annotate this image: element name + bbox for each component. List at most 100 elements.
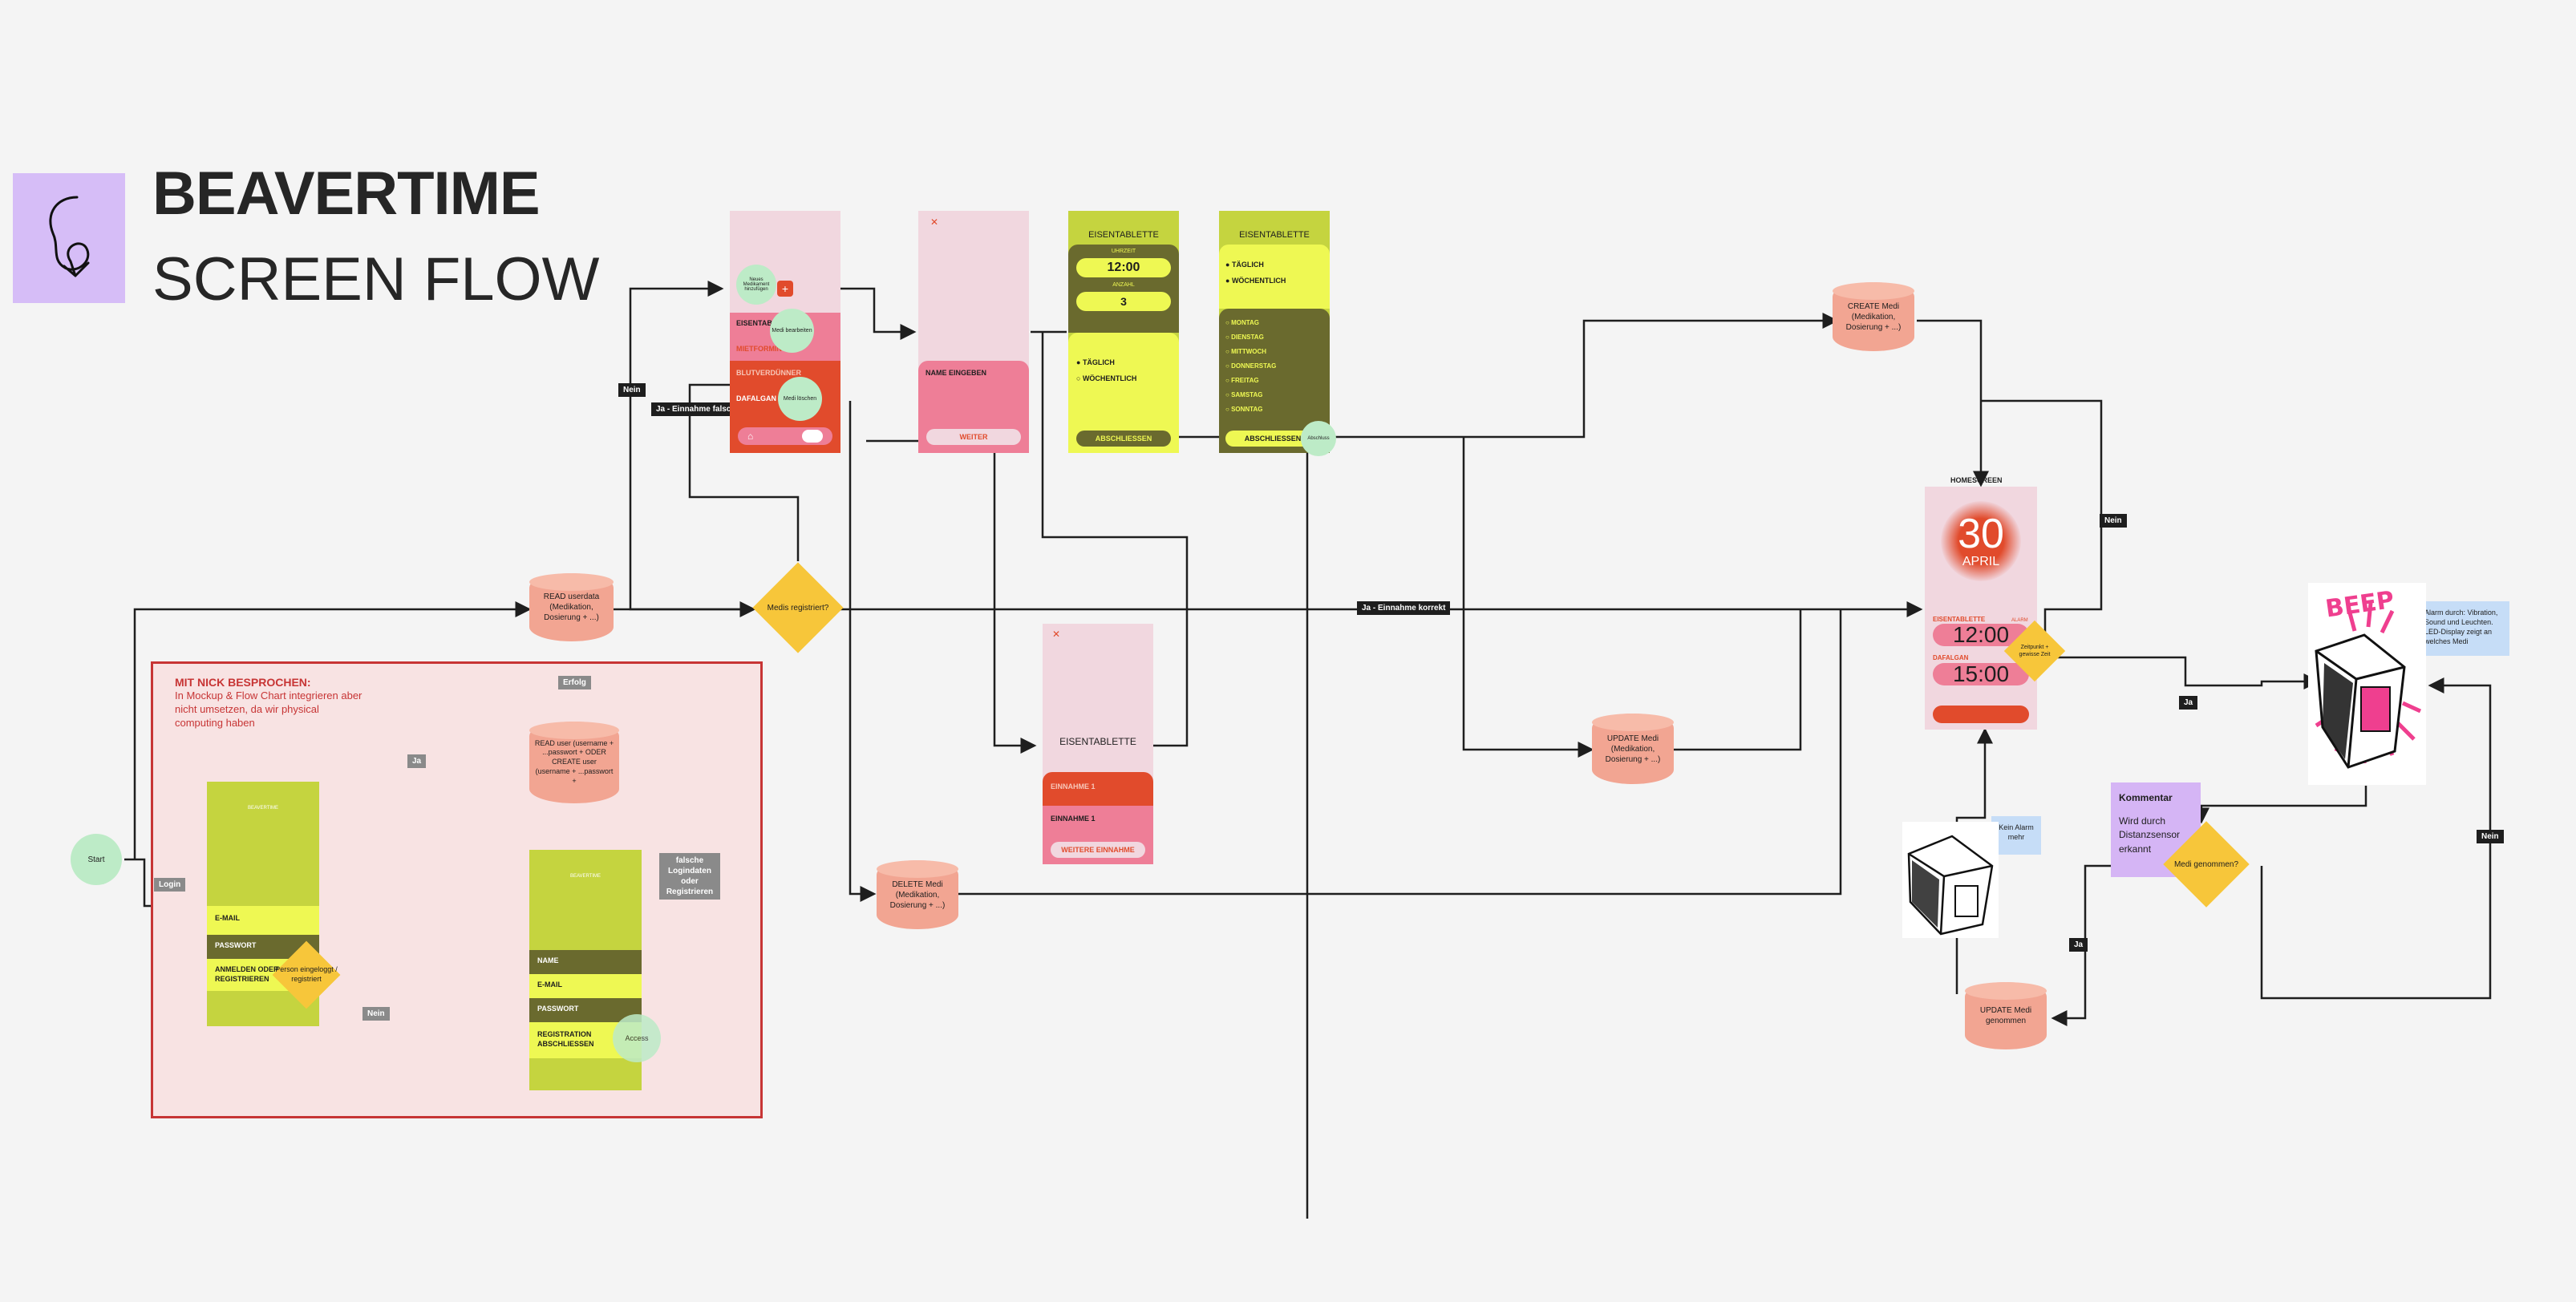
alarm-note: •Alarm durch: Vibration, Sound und Leuch… — [2410, 601, 2509, 656]
medi-item-mietformin[interactable]: MIETFORMIN — [736, 345, 782, 353]
radio-dot-icon: ○ — [1225, 377, 1232, 384]
anzahl-field[interactable]: 3 — [1076, 292, 1171, 311]
nick-nein-tag: Nein — [363, 1007, 390, 1021]
days-option-woechentlich[interactable]: ● WÖCHENTLICH — [1225, 277, 1286, 285]
update-medi-db: UPDATE Medi (Medikation, Dosierung + ...… — [1592, 714, 1674, 784]
detail-close-icon[interactable]: ✕ — [1052, 629, 1061, 640]
update-genommen-db: UPDATE Medi genommen — [1965, 982, 2047, 1049]
option-woechentlich-label: WÖCHENTLICH — [1082, 374, 1137, 382]
weitere-einnahme-button[interactable]: WEITERE EINNAHME — [1051, 842, 1145, 858]
days-list: ○ MONTAG○ DIENSTAG○ MITTWOCH○ DONNERSTAG… — [1225, 319, 1322, 420]
einnahme-1-row[interactable] — [1043, 772, 1153, 806]
beep-text: BEEP — [2324, 586, 2396, 624]
days-option-taeglich[interactable]: ● TÄGLICH — [1225, 261, 1264, 269]
start-node: Start — [71, 834, 122, 885]
pill-tab-icon[interactable] — [802, 430, 823, 443]
day-label: MONTAG — [1231, 319, 1260, 326]
date-month: APRIL — [1962, 555, 2000, 568]
quiet-device-sketch — [1902, 822, 1999, 938]
day-option[interactable]: ○ SONNTAG — [1225, 406, 1322, 420]
abschluss-node: Abschluss — [1301, 421, 1336, 456]
brand-logo — [13, 173, 125, 303]
zeitpunkt-label: Zeitpunkt + gewisse Zeit — [2019, 644, 2051, 657]
radio-dot-icon: ○ — [1225, 362, 1232, 370]
kommentar-body: Wird durch Distanzsensor erkannt — [2119, 815, 2181, 855]
alarm-note-line-1: •Alarm durch: Vibration, Sound und Leuch… — [2417, 608, 2505, 627]
flow-subtitle: SCREEN FLOW — [152, 245, 600, 313]
radio-dot-icon: ○ — [1225, 334, 1232, 341]
day-option[interactable]: ○ DONNERSTAG — [1225, 362, 1322, 377]
option-taeglich[interactable]: ● TÄGLICH — [1076, 358, 1115, 366]
option-woechentlich[interactable]: ○ WÖCHENTLICH — [1076, 374, 1137, 382]
erfolg-tag: Erfolg — [558, 676, 591, 689]
delete-medi-db: DELETE Medi (Medikation, Dosierung + ...… — [877, 860, 958, 929]
app-title: BEAVERTIME — [152, 160, 541, 228]
radio-dot-icon: ○ — [1225, 406, 1232, 413]
person-eingeloggt-label: Person eingeloggt / registriert — [275, 965, 338, 983]
nein-right-tag: Nein — [2100, 514, 2127, 528]
day-label: MITTWOCH — [1231, 348, 1267, 355]
days-abschliessen-button[interactable]: ABSCHLIESSEN — [1225, 431, 1320, 447]
radio-dot-icon: ○ — [1225, 348, 1232, 355]
medi-item-dafalgan[interactable]: DAFALGAN — [736, 394, 776, 402]
alarm-note-text-1: Alarm durch: Vibration, Sound und Leucht… — [2424, 609, 2498, 627]
ja-einnahme-korrekt-tag: Ja - Einnahme korrekt — [1357, 601, 1451, 615]
name-input-label[interactable]: NAME EINGEBEN — [925, 369, 987, 377]
kein-alarm-note: Kein Alarm mehr — [1991, 816, 2041, 855]
medis-registriert-label: Medis registriert? — [767, 603, 829, 613]
access-node: Access — [613, 1014, 661, 1062]
days-screen-title: EISENTABLETTE — [1239, 230, 1310, 240]
nein-far-tag: Nein — [2477, 830, 2504, 843]
read-userdata-label: READ userdata (Medikation, Dosierung + .… — [543, 592, 600, 622]
uhrzeit-field[interactable]: 12:00 — [1076, 258, 1171, 277]
day-label: DONNERSTAG — [1231, 362, 1277, 370]
medi-genommen-label: Medi genommen? — [2173, 859, 2239, 869]
add-medi-icon[interactable]: + — [777, 281, 793, 297]
new-medi-node: Neues Medikament hinzufügen — [736, 265, 776, 305]
radio-dot-icon: ○ — [1225, 319, 1232, 326]
days-option-taeglich-label: TÄGLICH — [1231, 261, 1264, 269]
login-tag: Login — [154, 878, 186, 892]
medi-item-eisentablette[interactable]: EISENTABLETTE — [736, 319, 796, 327]
nick-ja-tag: Ja — [407, 754, 427, 768]
edit-medi-node: Medi bearbeiten — [770, 309, 814, 353]
day-option[interactable]: ○ FREITAG — [1225, 377, 1322, 391]
close-icon[interactable]: ✕ — [930, 216, 939, 228]
login-brand: BEAVERTIME — [247, 806, 279, 811]
falsche-logindaten-tag: falsche Logindaten oder Registrieren — [659, 853, 720, 900]
date-day: 30 — [1958, 511, 2004, 557]
beaver-signature-icon — [49, 196, 90, 277]
delete-medi-node: Medi löschen — [778, 377, 822, 421]
uhrzeit-label: UHRZEIT — [1111, 249, 1136, 254]
alarm-label: ALARM — [2011, 618, 2028, 623]
radio-dot-icon: ○ — [1225, 391, 1232, 398]
register-name-field[interactable]: NAME — [529, 950, 642, 974]
days-frequency-panel — [1219, 245, 1330, 309]
update-medi-label: UPDATE Medi (Medikation, Dosierung + ...… — [1605, 734, 1661, 764]
delete-medi-label: DELETE Medi (Medikation, Dosierung + ...… — [889, 879, 946, 910]
nick-body: In Mockup & Flow Chart integrieren aber … — [175, 689, 363, 729]
alarm-note-text-2: LED-Display zeigt an welches Medi — [2424, 628, 2493, 646]
update-genommen-label: UPDATE Medi genommen — [1979, 1006, 2032, 1025]
date-circle: 30 APRIL — [1941, 501, 2021, 581]
day-label: FREITAG — [1231, 377, 1259, 384]
ja-right-tag: Ja — [2179, 696, 2198, 710]
day-option[interactable]: ○ DIENSTAG — [1225, 334, 1322, 348]
day-label: SONNTAG — [1231, 406, 1263, 413]
days-option-woechentlich-label: WÖCHENTLICH — [1231, 277, 1286, 285]
register-email-field[interactable]: E-MAIL — [529, 974, 642, 998]
home-navbar — [1933, 706, 2029, 723]
create-medi-db: CREATE Medi (Medikation, Dosierung + ...… — [1833, 282, 1914, 351]
login-email-field[interactable]: E-MAIL — [207, 906, 319, 935]
home-icon[interactable]: ⌂ — [747, 431, 754, 442]
time-abschliessen-button[interactable]: ABSCHLIESSEN — [1076, 431, 1171, 447]
day-option[interactable]: ○ MONTAG — [1225, 319, 1322, 334]
day-option[interactable]: ○ MITTWOCH — [1225, 348, 1322, 362]
medi-item-blutverduenner[interactable]: BLUTVERDÜNNER — [736, 369, 801, 377]
home-time2[interactable]: 15:00 — [1933, 663, 2029, 685]
weiter-button[interactable]: WEITER — [926, 429, 1021, 445]
home-med2-label: DAFALGAN — [1933, 654, 1969, 661]
day-option[interactable]: ○ SAMSTAG — [1225, 391, 1322, 406]
detail-title: EISENTABLETTE — [1059, 736, 1136, 747]
